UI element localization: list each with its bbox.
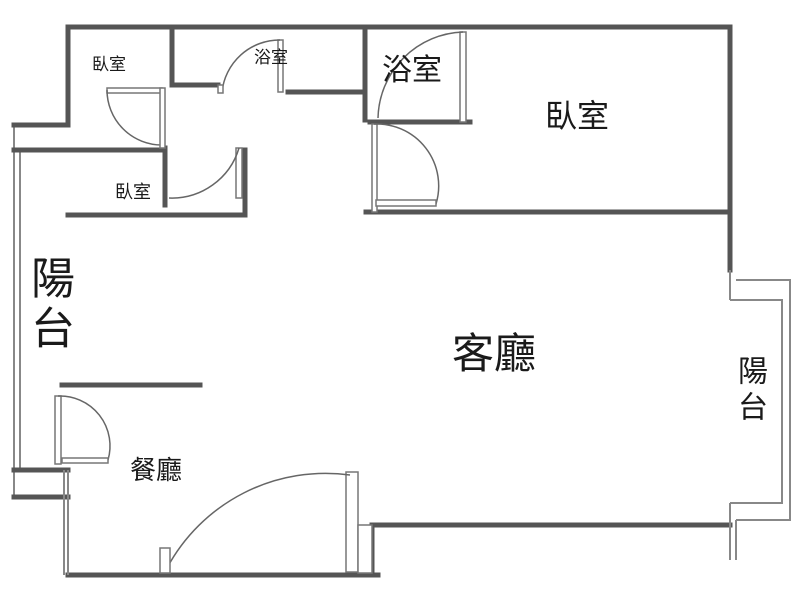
room-label-bedroom-large: 臥室 [545,97,610,135]
room-label-bedroom-small-mid: 臥室 [115,182,151,203]
outer-walls [65,24,733,578]
left-balcony-outline [11,122,71,500]
interior-walls [59,24,733,575]
right-balcony-outline [729,270,791,560]
room-label-dining-room: 餐廳 [130,456,183,486]
room-label-bathroom-small: 浴室 [254,48,288,68]
room-label-bedroom-small-top: 臥室 [92,55,126,75]
doors [54,31,467,574]
room-label-bathroom-large: 浴室 [382,53,442,88]
room-label-balcony-right: 陽台 [732,355,767,427]
room-label-balcony-left: 陽台 [23,255,74,355]
room-label-living-room: 客廳 [452,329,537,378]
